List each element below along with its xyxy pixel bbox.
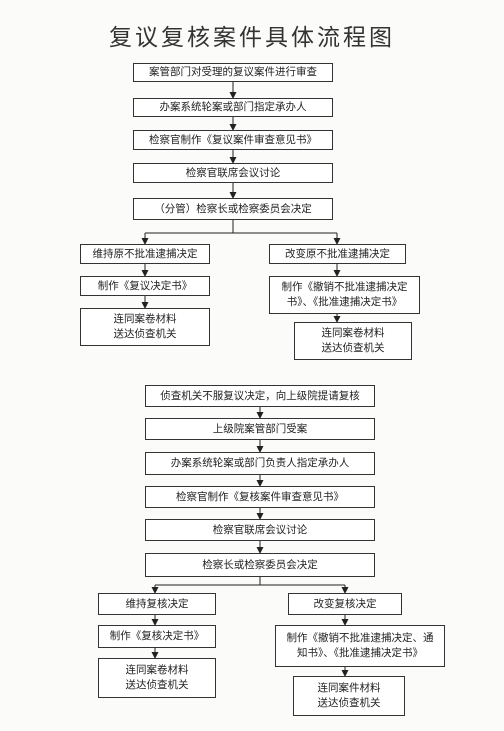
step-recheck-opinion: 检察官制作《复核案件审查意见书》 bbox=[145, 486, 375, 508]
step-joint-meeting: 检察官联席会议讨论 bbox=[133, 163, 333, 183]
step-label: 上级院案管部门受案 bbox=[212, 422, 308, 435]
branch-change-recheck: 改变复核决定 bbox=[288, 593, 402, 615]
step-decision-2: 检察长或检察委员会决定 bbox=[145, 553, 375, 577]
step-assign-handler: 办案系统轮案或部门指定承办人 bbox=[133, 98, 333, 117]
step-case-review: 案管部门对受理的复议案件进行审查 bbox=[133, 63, 333, 82]
branch-maintain-document: 制作《复议决定书》 bbox=[80, 276, 210, 296]
step-label: 送达侦查机关 bbox=[125, 679, 189, 691]
step-label: 案管部门对受理的复议案件进行审查 bbox=[149, 66, 317, 78]
step-review-opinion: 检察官制作《复议案件审查意见书》 bbox=[133, 130, 333, 150]
step-request-recheck: 侦查机关不服复议决定，向上级院提请复核 bbox=[145, 385, 375, 407]
page-title: 复议复核案件具体流程图 bbox=[109, 25, 395, 51]
step-label: 检察官联席会议讨论 bbox=[212, 523, 308, 536]
step-label: 送达侦查机关 bbox=[321, 342, 385, 354]
step-label: 维持原不批准逮捕决定 bbox=[92, 247, 198, 260]
branch-recheck-document: 制作《复核决定书》 bbox=[98, 625, 216, 648]
branch-maintain-recheck: 维持复核决定 bbox=[98, 593, 216, 615]
step-label: 连同案卷材料 bbox=[321, 327, 385, 339]
step-label: 制作《撤销不批准逮捕决定 bbox=[281, 281, 408, 293]
branch-change-document: 制作《撤销不批准逮捕决定书》、《批准逮捕决定书》 bbox=[269, 276, 420, 314]
step-label: 知书》、《批准逮捕决定书》 bbox=[297, 647, 423, 659]
step-label: 办案系统轮案或部门指定承办人 bbox=[159, 101, 307, 113]
step-label: 维持复核决定 bbox=[125, 597, 189, 610]
branch-change-deliver: 连同案卷材料送达侦查机关 bbox=[294, 322, 412, 360]
step-label: 连同案件材料 bbox=[317, 682, 381, 694]
branch-change: 改变原不批准逮捕决定 bbox=[269, 244, 406, 264]
step-label: 送达侦查机关 bbox=[317, 697, 381, 709]
branch-maintain: 维持原不批准逮捕决定 bbox=[80, 244, 210, 264]
step-label: 连同案卷材料 bbox=[113, 313, 177, 325]
branch-maintain-deliver: 连同案卷材料送达侦查机关 bbox=[80, 308, 210, 346]
step-label: 办案系统轮案或部门负责人指定承办人 bbox=[170, 457, 350, 469]
step-assign-handler-2: 办案系统轮案或部门负责人指定承办人 bbox=[145, 452, 375, 475]
step-label: 制作《复议决定书》 bbox=[97, 279, 193, 292]
step-label: 改变复核决定 bbox=[313, 597, 377, 610]
step-label: 书》、《批准逮捕决定书》 bbox=[286, 296, 403, 308]
step-label: 改变原不批准逮捕决定 bbox=[285, 247, 390, 260]
step-label: 送达侦查机关 bbox=[113, 328, 177, 340]
step-label: 检察长或检察委员会决定 bbox=[202, 558, 318, 571]
branch-change-recheck-deliver: 连同案件材料送达侦查机关 bbox=[293, 676, 405, 716]
step-decision: （分管）检察长或检察委员会决定 bbox=[133, 198, 333, 220]
branch-recheck-deliver: 连同案卷材料送达侦查机关 bbox=[98, 658, 216, 698]
step-label: （分管）检察长或检察委员会决定 bbox=[154, 202, 312, 215]
branch-change-recheck-document: 制作《撤销不批准逮捕决定、通知书》、《批准逮捕决定书》 bbox=[275, 625, 445, 667]
step-label: 制作《复核决定书》 bbox=[109, 630, 205, 642]
step-label: 连同案卷材料 bbox=[125, 664, 189, 676]
step-joint-meeting-2: 检察官联席会议讨论 bbox=[145, 519, 375, 541]
step-label: 检察官制作《复议案件审查意见书》 bbox=[149, 133, 317, 146]
step-superior-accept: 上级院案管部门受案 bbox=[145, 418, 375, 440]
step-label: 检察官联席会议讨论 bbox=[185, 166, 281, 179]
step-label: 制作《撤销不批准逮捕决定、通 bbox=[286, 632, 434, 644]
step-label: 侦查机关不服复议决定，向上级院提请复核 bbox=[160, 389, 360, 402]
step-label: 检察官制作《复核案件审查意见书》 bbox=[176, 490, 344, 503]
